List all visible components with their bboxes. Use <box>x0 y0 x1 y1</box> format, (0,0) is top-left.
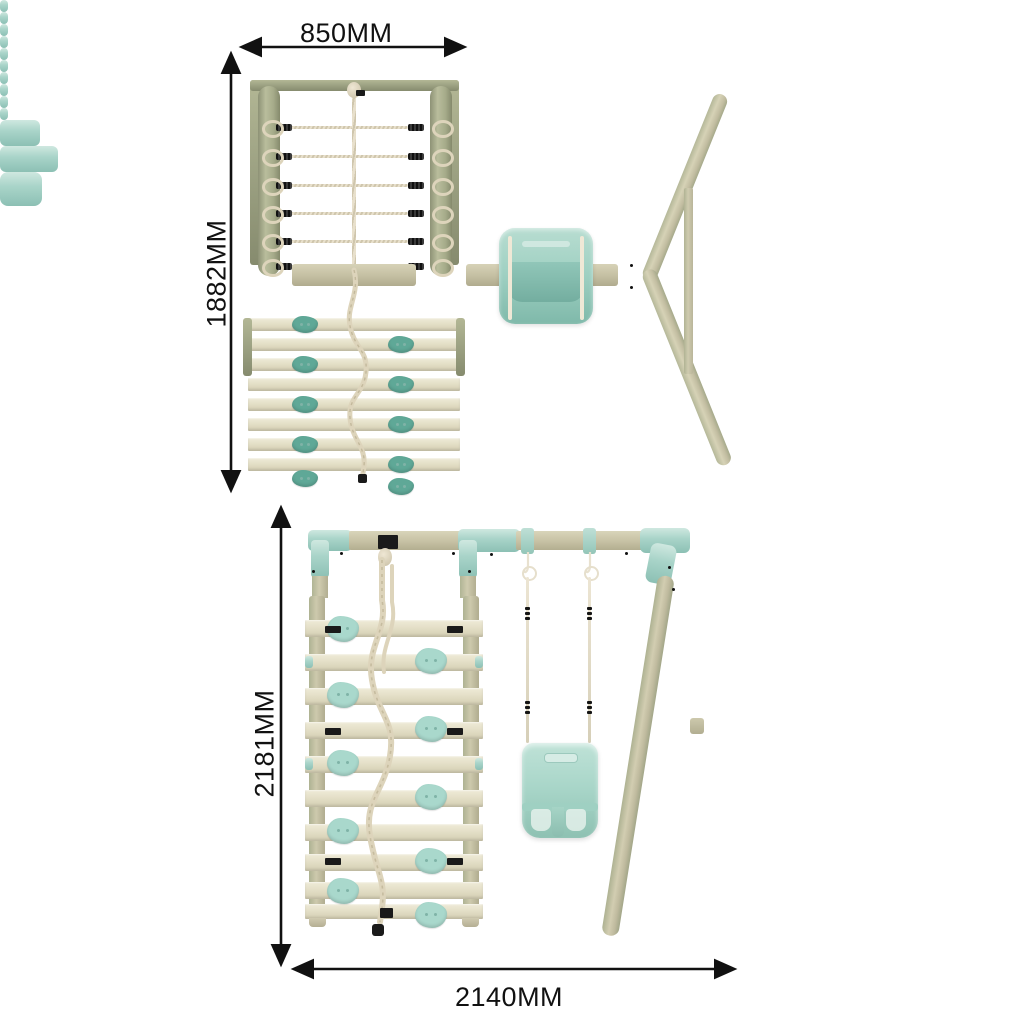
top-seat-inner-shadow <box>508 262 584 302</box>
top-sleeve-right-1 <box>0 60 8 72</box>
top-beam-connector-right <box>0 172 42 206</box>
front-hold-7 <box>327 818 359 844</box>
front-hold-8 <box>415 848 447 874</box>
top-sleeve-left-3 <box>0 24 8 36</box>
front-hold-6 <box>415 784 447 810</box>
top-frame-rail-right <box>448 80 459 265</box>
swing-hanger-left <box>521 528 534 554</box>
top-sleeve-left-5 <box>0 48 8 60</box>
front-climbing-wall <box>305 596 483 928</box>
front-post-right-screw <box>468 570 471 573</box>
top-wall-rail-right <box>456 318 465 376</box>
front-width-dimension-line <box>290 958 738 980</box>
front-view: 2181MM 2140MM <box>0 500 1024 1024</box>
front-beam-screw-1 <box>340 552 343 555</box>
top-sleeve-right-4 <box>0 96 8 108</box>
top-climbing-wall <box>248 316 460 495</box>
seat-handle-slot <box>544 753 578 763</box>
front-post-left-wood <box>312 576 328 598</box>
front-leg-screw-1 <box>668 566 671 569</box>
top-sleeve-right-5 <box>0 108 8 120</box>
front-beam-screw-4 <box>625 552 628 555</box>
front-hold-10 <box>415 902 447 928</box>
front-wall-foot-left <box>309 918 326 927</box>
swing-rope-right <box>587 577 592 743</box>
top-width-label: 850MM <box>300 18 393 48</box>
front-beam-wood-1 <box>349 531 461 550</box>
top-sleeve-left-4 <box>0 36 8 48</box>
front-leg-screw-2 <box>672 588 675 591</box>
top-beam-segment-1 <box>292 264 416 286</box>
top-beam-connector-left <box>0 120 40 146</box>
front-height-label: 2181MM <box>249 689 280 798</box>
seat-crotch-divider <box>552 807 564 837</box>
swing-rope-left <box>525 577 530 743</box>
top-rope-end-clip <box>358 474 367 483</box>
front-rope-anchor-clip <box>378 535 398 549</box>
swing-ring-right <box>584 566 599 581</box>
front-rope-top-knot <box>378 548 392 566</box>
top-beam-connector-mid <box>0 146 58 172</box>
swing-ring-left <box>522 566 537 581</box>
top-sleeve-left-2 <box>0 12 8 24</box>
top-leg-screw-2 <box>630 286 633 289</box>
top-sleeve-left-1 <box>0 0 8 12</box>
front-wall-foot-right <box>462 918 479 927</box>
front-rope-end-knot <box>372 924 384 936</box>
top-rope-clip <box>356 90 365 96</box>
front-hold-9 <box>327 878 359 904</box>
seat-leg-hole-right <box>566 809 586 831</box>
front-hold-4 <box>415 716 447 742</box>
front-post-left-top <box>311 540 329 578</box>
front-hold-3 <box>327 682 359 708</box>
front-beam-wood-2 <box>516 531 644 550</box>
top-center-rope <box>352 86 356 276</box>
top-view: 850MM 1882MM <box>0 0 800 500</box>
top-wall-rail-left <box>243 318 252 376</box>
front-a-frame-leg <box>601 574 675 937</box>
swing-hanger-right <box>583 528 596 554</box>
top-seat-strap-right <box>580 236 584 320</box>
seat-leg-hole-left <box>531 809 551 831</box>
front-hold-2 <box>415 648 447 674</box>
front-beam-screw-2 <box>452 552 455 555</box>
top-a-leg-cross-brace <box>684 188 693 374</box>
front-leg-brace-nub <box>690 718 704 734</box>
front-width-label: 2140MM <box>455 982 564 1012</box>
front-rope-lower-clip <box>380 908 393 918</box>
top-leg-screw-1 <box>630 264 633 267</box>
front-hold-5 <box>327 750 359 776</box>
top-seat-strap-left <box>508 236 512 320</box>
top-depth-label: 1882MM <box>201 219 232 328</box>
front-post-left-screw <box>312 570 315 573</box>
top-frame-rail-left <box>250 80 261 265</box>
top-sleeve-right-2 <box>0 72 8 84</box>
top-seat-handle-slot <box>522 241 570 247</box>
front-beam-screw-3 <box>490 553 493 556</box>
front-post-right-wood <box>460 576 476 598</box>
top-sleeve-right-3 <box>0 84 8 96</box>
front-post-right-top <box>459 540 477 578</box>
